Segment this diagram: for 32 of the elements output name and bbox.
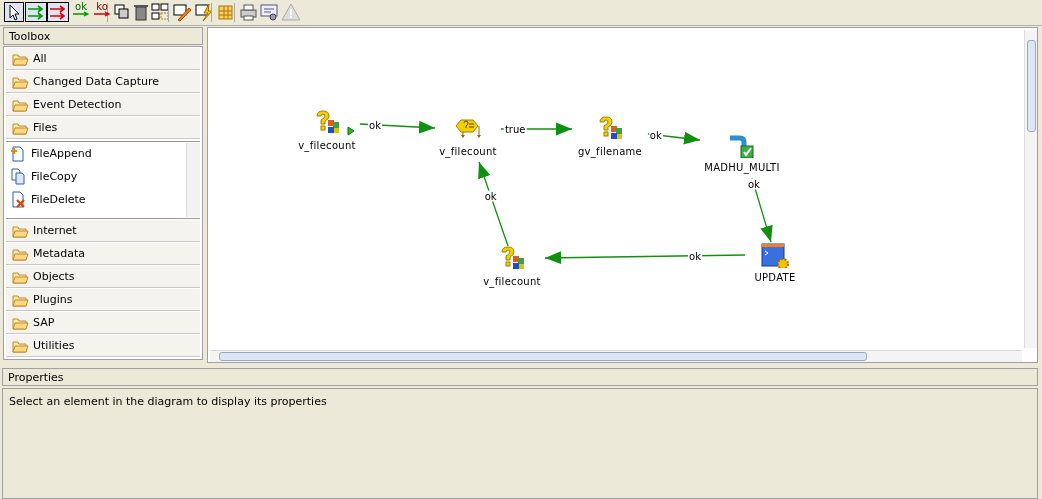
folder-label: SAP [33,316,55,329]
tool-list-item: FileAppend [31,146,92,160]
step-label: v_filecount [483,276,541,287]
hint-text: Select an element in the diagram to display its properties [9,395,327,408]
folder-label: Objects [33,270,75,283]
step-label: gv_filename [577,146,643,157]
folder-label: Event Detection [33,98,122,111]
folder-label: Metadata [33,247,86,260]
failure-link-button: ko [92,2,112,22]
folder-label: Plugins [33,293,73,306]
folder-label: All [33,52,47,65]
tool-list-item: FileCopy [31,169,78,183]
step-label: MADHU_MULTI [704,162,780,173]
edge-label: ok [483,190,498,202]
edge-label: ok [688,250,702,262]
edge-label: ok [368,119,382,131]
edge-label: ok [648,129,663,141]
edge-label: true [503,123,527,135]
step-label: UPDATE [754,272,796,283]
arrow [544,251,746,265]
edge-label: ok [746,178,761,190]
tool-list-item: FileDelete [31,192,86,206]
panel-header: Properties [2,368,1038,386]
folder-label: Changed Data Capture [33,75,160,88]
step-label: v_filecount [298,140,356,151]
panel-header: Toolbox [3,27,203,45]
success-link-button: ok [71,2,91,22]
folder-label: Internet [33,224,77,237]
folder-label: Files [33,121,58,134]
step-label: v_filecount [439,146,497,157]
folder-label: Utilities [33,339,75,352]
arrow [478,161,509,247]
